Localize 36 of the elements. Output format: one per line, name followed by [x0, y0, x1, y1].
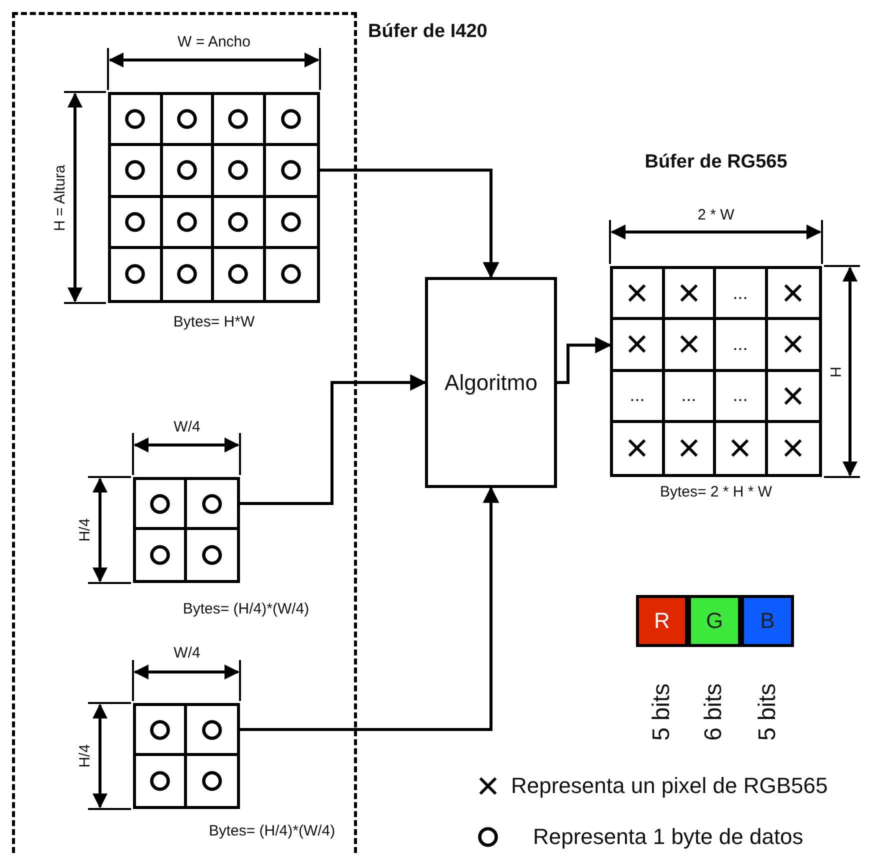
- bit-count-label: 5 bits: [650, 683, 674, 741]
- byte-grid: [133, 477, 240, 583]
- legend-text: Representa 1 byte de datos: [533, 826, 804, 848]
- byte-size-label: Bytes= (H/4)*(W/4): [182, 602, 310, 616]
- dimension-label: H/4: [78, 518, 92, 542]
- byte-grid: [133, 703, 240, 809]
- byte-size-label: Bytes= H*W: [173, 314, 255, 330]
- byte-size-label: Bytes= (H/4)*(W/4): [208, 824, 336, 838]
- dimension-label: W/4: [174, 646, 200, 660]
- color-bit-box: B: [741, 595, 794, 647]
- dimension-label: H = Altura: [52, 164, 68, 232]
- bit-count-label: 5 bits: [756, 683, 780, 741]
- arrow: [240, 486, 500, 731]
- byte-grid: [108, 92, 320, 303]
- color-bit-box: R: [636, 595, 688, 647]
- grid-heading: Búfer de RG565: [644, 152, 788, 172]
- cell-text: ...: [732, 334, 748, 355]
- dimension-label: H: [828, 366, 842, 378]
- cell-text: ...: [630, 385, 645, 406]
- group-heading: Búfer de I420: [368, 22, 488, 41]
- cell-text: ...: [732, 385, 748, 406]
- dimension-label: W/4: [174, 420, 200, 434]
- cell-text: ...: [732, 282, 748, 304]
- arrow: [240, 374, 427, 505]
- color-bit-box: G: [688, 595, 741, 647]
- bit-count-label: 6 bits: [702, 683, 726, 741]
- process-box: Algoritmo: [425, 277, 557, 488]
- byte-size-label: Bytes= 2 * H * W: [660, 484, 772, 500]
- pixel-grid: [610, 266, 822, 477]
- legend-text: Representa un pixel de RGB565: [511, 775, 828, 797]
- dimension-label: 2 * W: [698, 208, 734, 222]
- dimension-label: W = Ancho: [178, 34, 250, 50]
- cell-text: ...: [681, 385, 696, 406]
- arrow: [320, 168, 500, 279]
- arrow: [557, 336, 612, 384]
- dimension-label: H/4: [78, 744, 92, 768]
